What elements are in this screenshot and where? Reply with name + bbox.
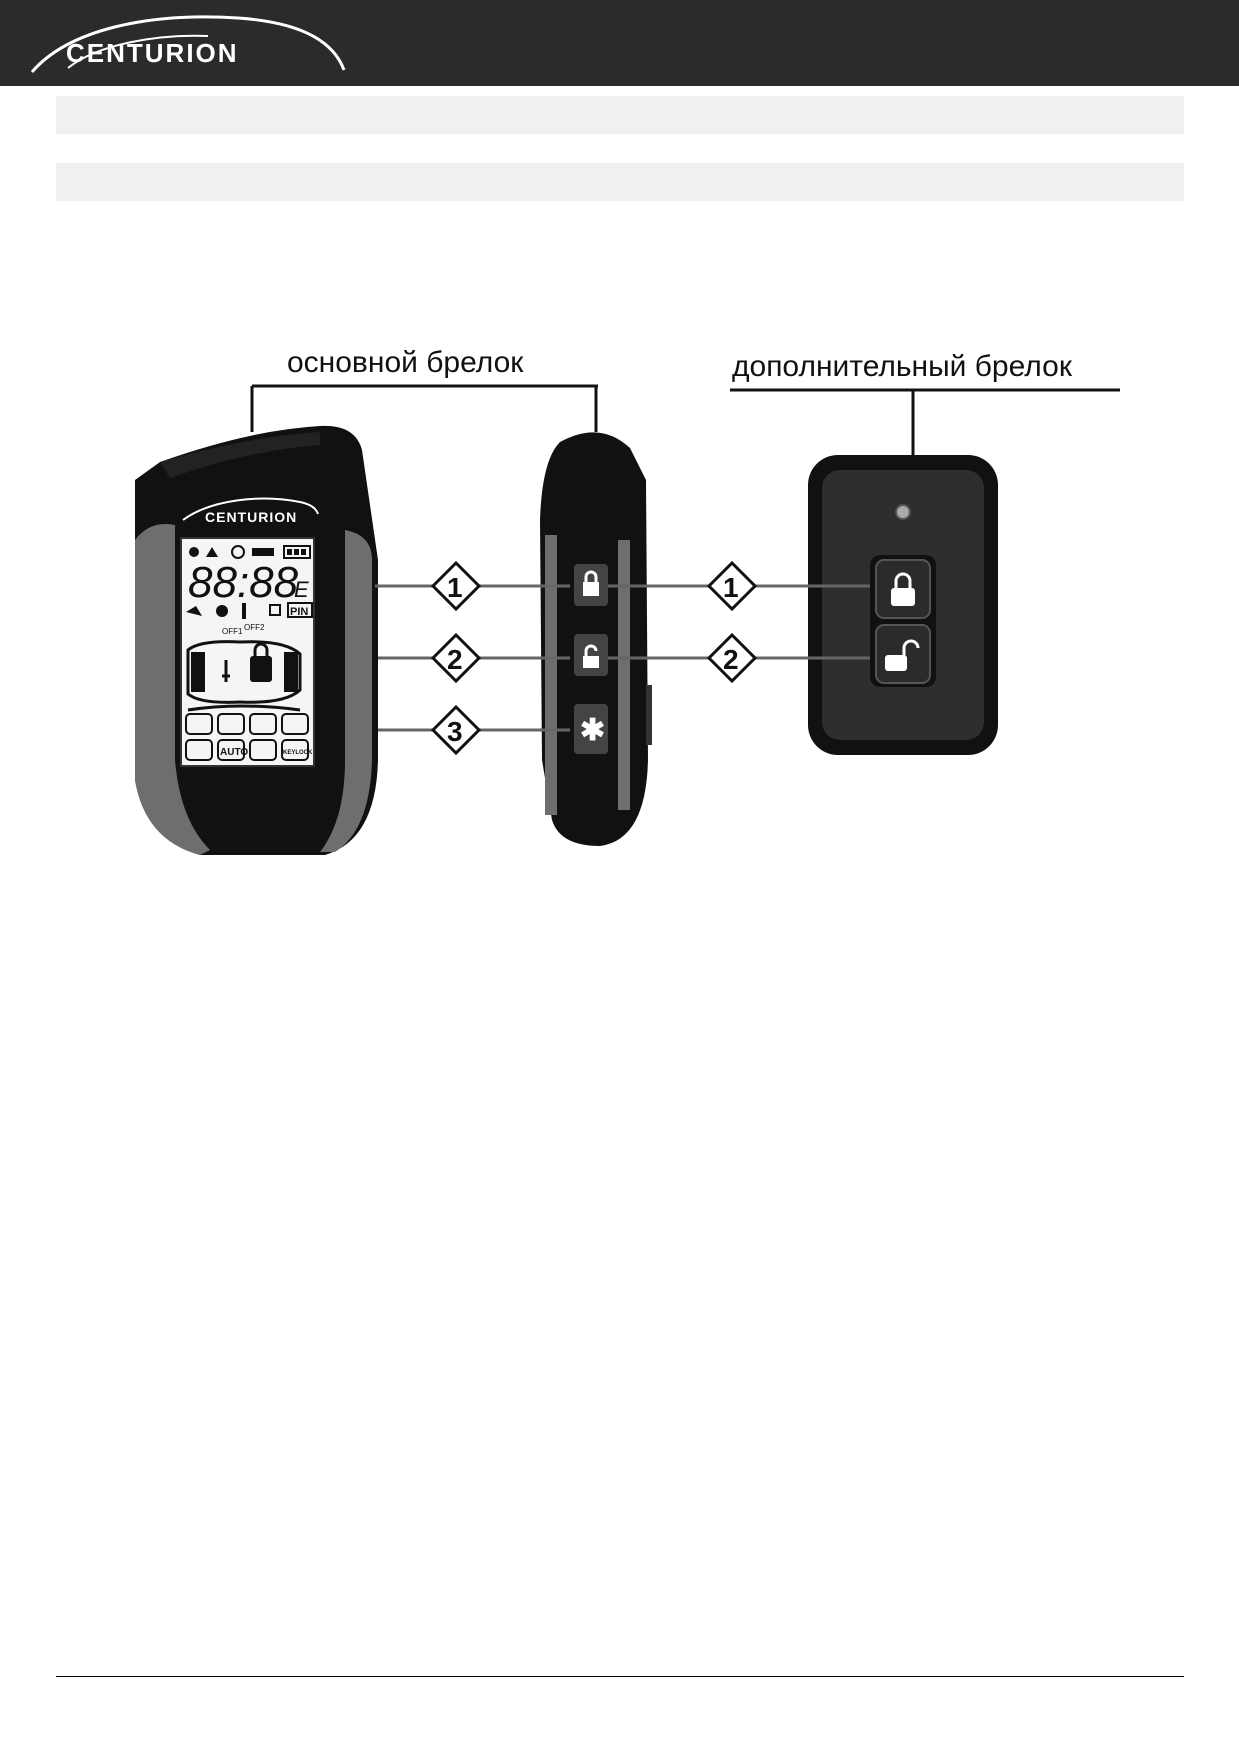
svg-text:1: 1 (447, 572, 463, 603)
footer-rule (56, 1676, 1184, 1677)
lcd-car-icon (186, 640, 302, 704)
lcd-digits: 88:88 (188, 558, 299, 607)
lock-icon (891, 588, 915, 606)
logo-text: CENTURION (66, 38, 239, 68)
extra-fob (808, 455, 998, 755)
section-bar-2 (56, 163, 1184, 201)
motor-icon (249, 739, 277, 761)
seat-heat-icon (249, 713, 277, 735)
lcd-bottom-icons (185, 713, 309, 761)
lcd-auto-label: AUTO (220, 747, 248, 758)
satellite-icon (252, 548, 274, 556)
lcd-pin-label: PIN (290, 606, 308, 618)
main-label-bracket (250, 384, 598, 432)
battery-icon (283, 545, 311, 559)
lcd-digits-suffix: E (294, 577, 309, 602)
fan-icon (216, 605, 228, 617)
asterisk-icon: ✱ (580, 714, 605, 747)
callout-1: 1 (430, 560, 482, 612)
turbo-icon (185, 739, 213, 761)
lock-icon (250, 656, 272, 682)
label-extra-fob: дополнительный брелок (732, 350, 1072, 383)
svg-text:1: 1 (723, 572, 739, 603)
bell-icon (206, 547, 218, 557)
svg-text:3: 3 (447, 716, 463, 747)
lcd-keylock-label: KEYLOCK (283, 750, 313, 756)
main-fob-front: CENTURION 88:88 E PIN OFF1 OFF2 (135, 425, 378, 855)
engine-icon (217, 713, 245, 735)
extra-callout-1: 1 (706, 560, 758, 612)
main-callouts: 1 2 3 (375, 560, 570, 756)
main-fob-side: ✱ (540, 432, 652, 846)
key-fob-figure: CENTURION 88:88 E PIN OFF1 OFF2 (135, 384, 1120, 855)
door-icon (186, 606, 202, 616)
device-logo-text: CENTURION (205, 509, 297, 525)
timer-icon (231, 545, 245, 559)
wrench-icon (281, 713, 309, 735)
extra-callouts: 1 2 (608, 560, 870, 684)
lcd-icon-row-2 (186, 602, 313, 619)
lcd-status-icons (189, 545, 311, 559)
antenna-icon (189, 547, 199, 557)
side-unlock-button[interactable] (574, 634, 608, 676)
unlock-icon (885, 655, 907, 671)
callout-2: 2 (430, 632, 482, 684)
lcd-off2-label: OFF2 (244, 623, 265, 632)
extra-callout-2: 2 (706, 632, 758, 684)
led-indicator (895, 504, 911, 520)
clock-icon (185, 713, 213, 735)
page-header: CENTURION (0, 0, 1239, 86)
extra-label-pointer (730, 388, 1120, 455)
key-icon (222, 660, 230, 682)
temperature-icon (242, 603, 246, 619)
heater-icon (269, 604, 281, 616)
lcd-off1-label: OFF1 (222, 627, 243, 636)
svg-text:2: 2 (723, 644, 739, 675)
section-bar-1 (56, 96, 1184, 134)
svg-text:2: 2 (447, 644, 463, 675)
callout-3: 3 (430, 704, 482, 756)
label-main-fob: основной брелок (287, 346, 524, 379)
centurion-logo (30, 15, 346, 73)
side-asterisk-button[interactable] (574, 704, 608, 754)
